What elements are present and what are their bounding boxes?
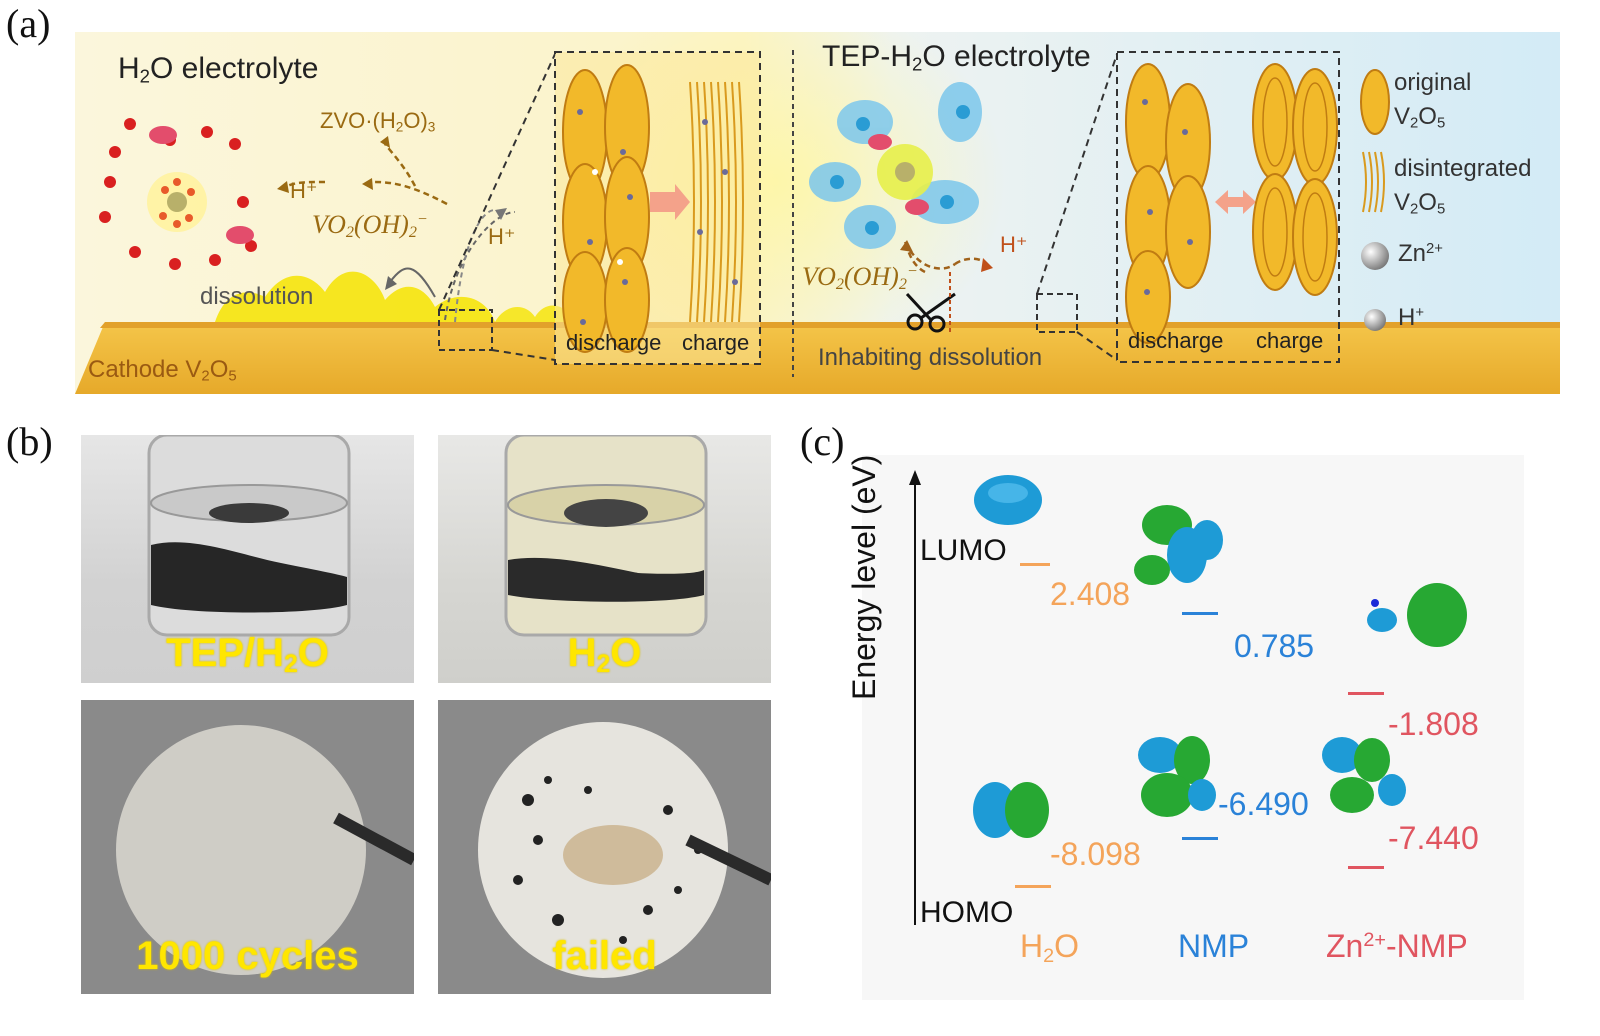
failed-label: failed xyxy=(552,934,657,978)
h2o-vial-label: H2O xyxy=(567,631,642,679)
panel-a xyxy=(75,0,1560,394)
h2o-molecule-label: H2O xyxy=(1020,928,1080,967)
h-ion-icon xyxy=(1364,309,1386,331)
zn-lumo-level xyxy=(1348,692,1384,695)
zn-lumo-orbital xyxy=(1367,583,1467,647)
h2o-homo-orbital xyxy=(973,782,1049,838)
zn-homo-level xyxy=(1348,866,1384,869)
y-axis-label: Energy level (eV) xyxy=(846,454,882,700)
original-v2o5-icon xyxy=(1360,69,1390,135)
inhibit-label: Inhabiting dissolution xyxy=(818,344,1043,371)
cathode-label: Cathode V2O5 xyxy=(88,356,237,385)
charge-label-left: charge xyxy=(682,330,750,355)
h2o-lumo-value: 2.408 xyxy=(1050,576,1131,612)
discharge-label-left: discharge xyxy=(566,330,662,355)
disintegrated-v2o5-icon xyxy=(1362,151,1385,213)
discharge-label-right: discharge xyxy=(1128,328,1224,353)
nmp-lumo-value: 0.785 xyxy=(1234,628,1315,664)
nmp-lumo-orbital xyxy=(1134,505,1223,585)
y-axis-arrow xyxy=(909,470,921,485)
photo-separator-cycled: 1000 cycles xyxy=(81,700,414,994)
photo-tep-vial: TEP/H2O xyxy=(81,435,414,683)
photo-h2o-vial: H2O xyxy=(438,435,771,683)
panel-label-b: (b) xyxy=(6,419,53,464)
h2o-lumo-level xyxy=(1020,563,1050,566)
legend-original: original V2O5 xyxy=(1394,69,1472,132)
h-plus-label-mid: H⁺ xyxy=(488,224,516,249)
h-plus-label-left: H⁺ xyxy=(290,178,318,203)
zn-nmp-molecule-label: Zn2+-NMP xyxy=(1326,928,1468,964)
h-plus-label-right: H⁺ xyxy=(1000,232,1028,257)
dissolution-label: dissolution xyxy=(200,283,314,310)
h2o-homo-value: -8.098 xyxy=(1050,836,1141,872)
legend-disintegrated: disintegrated V2O5 xyxy=(1394,155,1532,218)
vo2oh-label-right: VO2(OH)2− xyxy=(802,262,918,294)
legend-zn: Zn2+ xyxy=(1398,240,1443,267)
zn-lumo-value: -1.808 xyxy=(1388,706,1479,742)
nmp-molecule-label: NMP xyxy=(1178,928,1250,964)
zn-ion-icon xyxy=(1361,242,1389,270)
panel-a-schematic xyxy=(75,0,1560,394)
charge-label-right: charge xyxy=(1256,328,1324,353)
energy-diagram xyxy=(909,470,1467,925)
homo-label: HOMO xyxy=(920,896,1014,929)
tep-electrolyte-title: TEP-H2O electrolyte xyxy=(822,40,1091,75)
photo-separator-failed: failed xyxy=(438,700,771,994)
panel-label-a: (a) xyxy=(6,1,51,46)
nmp-lumo-level xyxy=(1182,612,1218,615)
tep-vial-label: TEP/H2O xyxy=(166,631,329,679)
vo2oh-label-left: VO2(OH)2− xyxy=(312,210,428,242)
h2o-electrolyte-title: H2O electrolyte xyxy=(118,52,319,87)
nmp-homo-orbital xyxy=(1138,736,1216,817)
nmp-homo-value: -6.490 xyxy=(1218,786,1309,822)
h2o-homo-level xyxy=(1015,885,1051,888)
nmp-homo-level xyxy=(1182,837,1218,840)
lumo-label: LUMO xyxy=(920,534,1007,567)
h2o-lumo-orbital xyxy=(974,475,1042,525)
zn-homo-value: -7.440 xyxy=(1388,820,1479,856)
legend-h: H+ xyxy=(1398,304,1425,331)
panel-label-c: (c) xyxy=(800,419,845,464)
cycled-label: 1000 cycles xyxy=(136,934,359,978)
scissors-icon xyxy=(905,292,956,333)
zn-homo-orbital xyxy=(1322,737,1406,813)
zvo-label: ZVO·(H2O)3 xyxy=(320,108,436,135)
